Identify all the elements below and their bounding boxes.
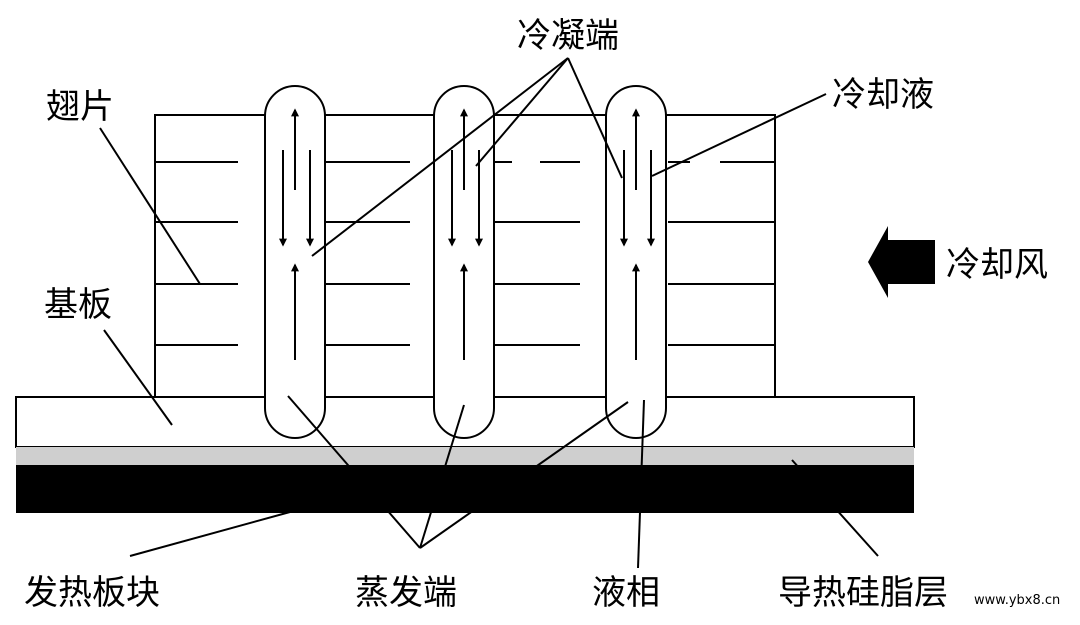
heat-block: [16, 465, 914, 513]
fin-lines: [155, 161, 775, 346]
label-thermal-grease-layer: 导热硅脂层: [778, 573, 948, 613]
thermal-grease-layer: [16, 447, 914, 465]
heat-pipe-1: [264, 85, 326, 439]
heat-pipe-3: [605, 85, 667, 439]
label-fin: 翅片: [46, 87, 114, 127]
label-liquid-phase: 液相: [592, 573, 660, 613]
heat-pipe-2: [433, 85, 495, 439]
label-heat-block: 发热板块: [24, 573, 160, 613]
label-coolant: 冷却液: [832, 75, 934, 115]
label-condenser-end: 冷凝端: [517, 16, 619, 56]
label-substrate: 基板: [44, 285, 112, 325]
watermark: www.ybx8.cn: [974, 593, 1060, 608]
cooling-air-arrow-icon: [868, 226, 935, 298]
leader-lines: [99, 57, 879, 569]
label-evaporator-end: 蒸发端: [355, 573, 457, 613]
label-cooling-air: 冷却风: [946, 245, 1048, 285]
